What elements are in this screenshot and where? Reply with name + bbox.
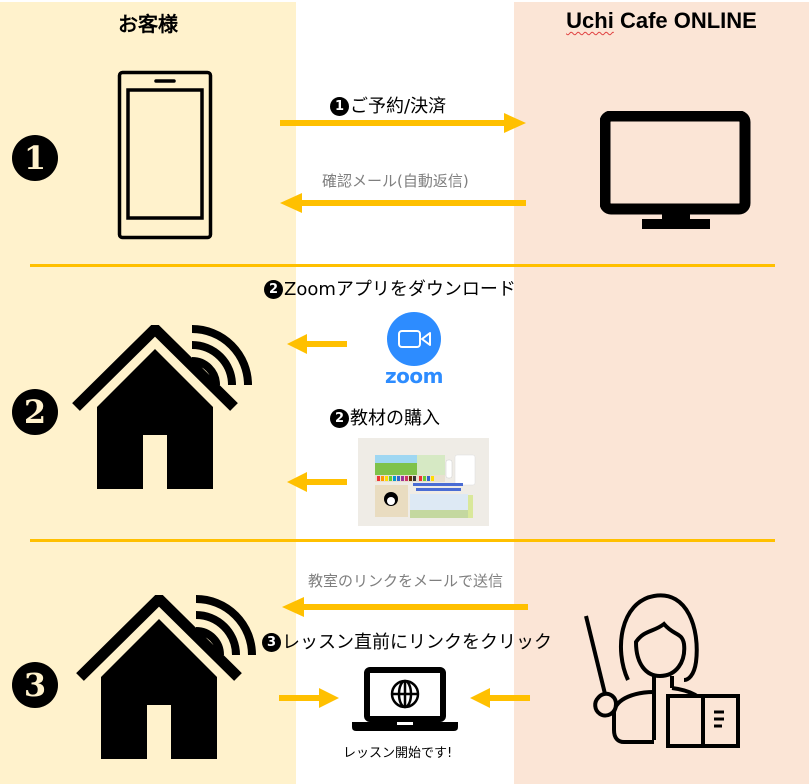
- teacher-icon: [584, 580, 744, 750]
- arrow-right-booking: [280, 113, 526, 133]
- lesson-start-label: レッスン開始です!: [343, 746, 453, 761]
- home-wifi-icon: [72, 325, 252, 490]
- arrow-left-zoom: [287, 334, 347, 354]
- send-link-email-label: 教室のリンクをメールで送信: [308, 572, 504, 590]
- zoom-logo-text: zoom: [385, 364, 443, 388]
- step-number-1: 1: [12, 135, 58, 181]
- customer-header: お客様: [118, 12, 178, 36]
- divider-step1-step2: [30, 264, 775, 267]
- arrow-left-to-laptop: [470, 688, 530, 708]
- monitor-icon: [600, 111, 752, 239]
- circled-number-2b: 2: [330, 409, 349, 428]
- circled-number-1: 1: [330, 97, 349, 116]
- cafe-header: Uchi Cafe ONLINE: [514, 8, 809, 34]
- arrow-left-confirmation: [280, 193, 526, 213]
- confirmation-email-label: 確認メール(自動返信): [322, 172, 469, 190]
- circled-number-2: 2: [264, 280, 283, 299]
- divider-step2-step3: [30, 539, 775, 542]
- zoom-app-logo: [383, 312, 445, 392]
- arrow-right-to-laptop: [279, 688, 339, 708]
- laptop-globe-icon: [352, 667, 458, 733]
- smartphone-icon: [117, 70, 213, 240]
- arrow-left-materials: [287, 472, 347, 492]
- arrow-left-link-email: [282, 597, 528, 617]
- art-supplies-photo: [358, 438, 489, 526]
- cafe-column: [514, 2, 809, 784]
- cafe-header-rest: Cafe ONLINE: [613, 8, 757, 33]
- cafe-header-uchi: Uchi: [566, 8, 614, 33]
- home-wifi-icon-step3: [76, 595, 256, 760]
- step-number-2: 2: [12, 389, 58, 435]
- circled-number-3: 3: [262, 633, 281, 652]
- step-number-3: 3: [12, 662, 58, 708]
